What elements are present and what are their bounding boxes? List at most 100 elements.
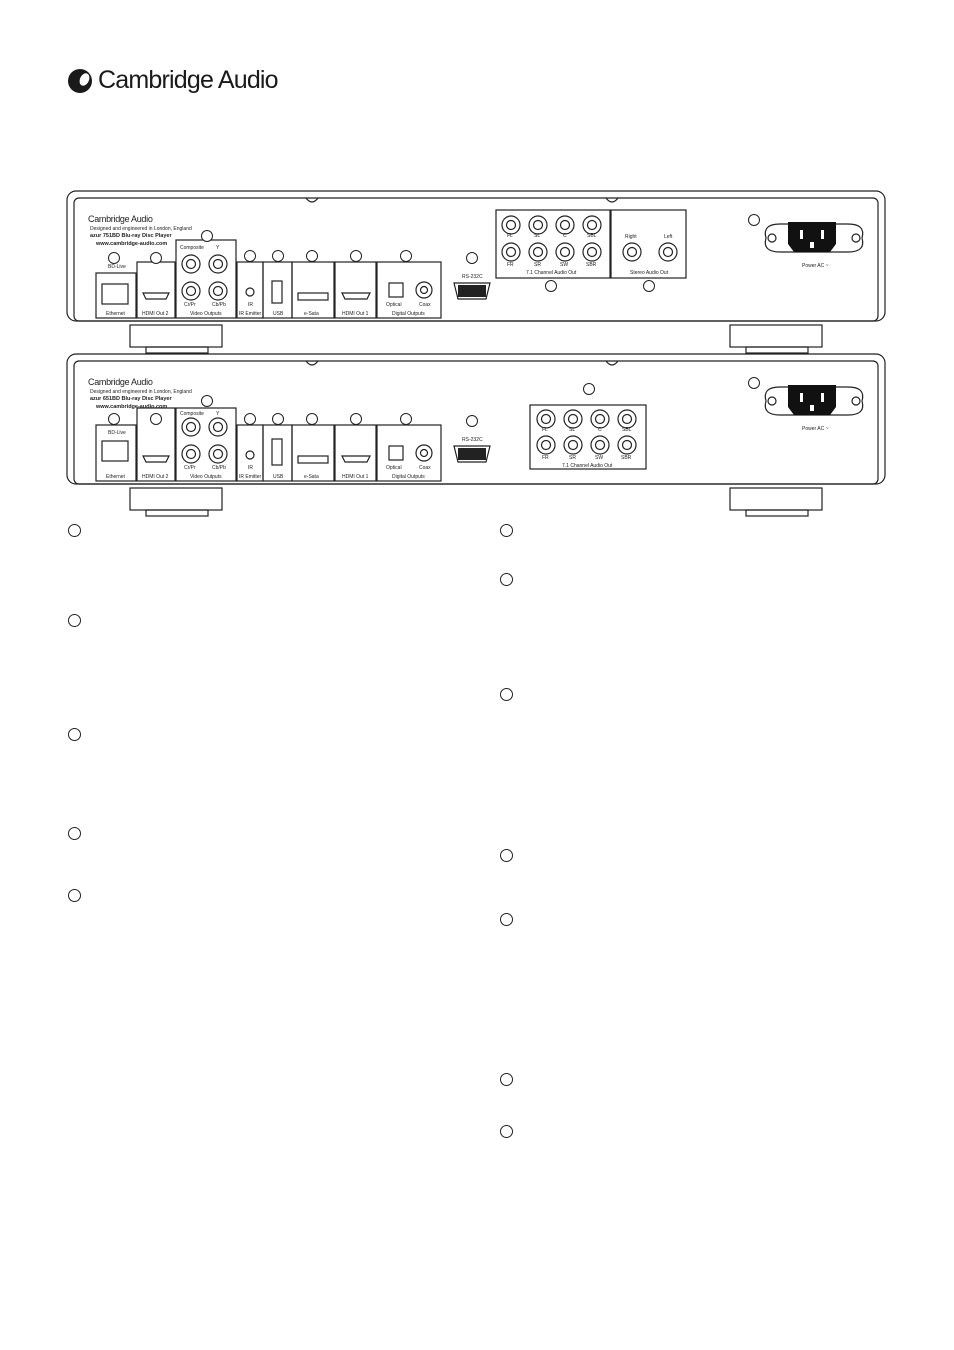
sr-label: SR	[569, 455, 576, 461]
panel-brand: Cambridge Audio	[88, 377, 153, 387]
callout-circle	[400, 250, 412, 262]
video-outputs-label: Video Outputs	[190, 474, 222, 480]
callout-circle	[306, 413, 318, 425]
logo-text: Cambridge Audio	[98, 66, 279, 94]
legend-marker	[500, 1073, 513, 1086]
usb-label: USB	[273, 311, 284, 317]
callout-circle	[108, 413, 120, 425]
composite-label: Composite	[180, 411, 204, 417]
legend-marker	[68, 614, 81, 627]
ir-emitter-label: IR Emitter	[239, 474, 262, 480]
logo-mark-icon	[68, 68, 92, 93]
digital-outputs-label: Digital Outputs	[392, 474, 425, 480]
coax-label: Coax	[419, 465, 431, 471]
callout-circle	[545, 280, 557, 292]
hdmi-out-1-label: HDMI Out 1	[342, 311, 369, 317]
sbl-label: SBL	[587, 233, 597, 239]
rear-panel-651bd: Cambridge Audio Designed and engineered …	[66, 353, 886, 518]
callout-circle	[350, 413, 362, 425]
callout-circle	[201, 395, 213, 407]
digital-outputs-label: Digital Outputs	[392, 311, 425, 317]
optical-label: Optical	[386, 465, 402, 471]
sl-label: SL	[534, 233, 541, 239]
power-ac-label: Power AC ~	[802, 263, 829, 269]
legend-marker	[500, 524, 513, 537]
panel-url: www.cambridge-audio.com	[96, 404, 168, 410]
sw-label: SW	[560, 262, 569, 268]
callout-circle	[583, 383, 595, 395]
callout-circle	[643, 280, 655, 292]
panel-brand: Cambridge Audio	[88, 214, 153, 224]
callout-circle	[272, 413, 284, 425]
sbr-label: SBR	[621, 455, 632, 461]
usb-label: USB	[273, 474, 284, 480]
callout-circle	[748, 214, 760, 226]
esata-label: e-Sata	[304, 311, 319, 317]
callout-circle	[306, 250, 318, 262]
fl-label: FL	[542, 427, 548, 433]
callout-circle	[400, 413, 412, 425]
esata-label: e-Sata	[304, 474, 319, 480]
legend-marker	[500, 688, 513, 701]
panel-tagline: Designed and engineered in London, Engla…	[90, 389, 192, 395]
cb-pb-label: Cb/Pb	[212, 302, 226, 308]
legend-marker	[68, 728, 81, 741]
rs232c-label: RS-232C	[462, 274, 483, 280]
c-label: C	[563, 233, 567, 239]
ethernet-label: Ethernet	[106, 311, 125, 317]
ethernet-label: Ethernet	[106, 474, 125, 480]
cr-pr-label: Cr/Pr	[184, 302, 196, 308]
c-label: C	[598, 427, 602, 433]
rear-panel-751bd-drawing	[66, 190, 886, 354]
fr-label: FR	[507, 262, 514, 268]
y-label: Y	[216, 411, 220, 417]
fl-label: FL	[507, 233, 513, 239]
rear-panel-651bd-drawing	[66, 353, 886, 517]
legend-marker	[500, 573, 513, 586]
legend-marker	[68, 524, 81, 537]
ir-emitter-label: IR Emitter	[239, 311, 262, 317]
rs232c-label: RS-232C	[462, 437, 483, 443]
hdmi-out-2-label: HDMI Out 2	[142, 474, 169, 480]
hdmi-out-1-label: HDMI Out 1	[342, 474, 369, 480]
video-outputs-label: Video Outputs	[190, 311, 222, 317]
legend-marker	[500, 849, 513, 862]
panel-model: azur 751BD Blu-ray Disc Player	[90, 233, 172, 239]
hdmi-out-2-label: HDMI Out 2	[142, 311, 169, 317]
stereo-audio-out-label: Stereo Audio Out	[630, 270, 669, 276]
sl-label: SL	[569, 427, 576, 433]
callout-circle	[466, 252, 478, 264]
power-ac-label: Power AC ~	[802, 426, 829, 432]
callout-circle	[150, 252, 162, 264]
callout-circle	[272, 250, 284, 262]
panel-tagline: Designed and engineered in London, Engla…	[90, 226, 192, 232]
callout-circle	[201, 230, 213, 242]
ir-label: IR	[248, 302, 253, 308]
callout-circle	[350, 250, 362, 262]
cr-pr-label: Cr/Pr	[184, 465, 196, 471]
left-label: Left	[664, 234, 673, 240]
coax-label: Coax	[419, 302, 431, 308]
y-label: Y	[216, 245, 220, 251]
sbr-label: SBR	[586, 262, 597, 268]
sw-label: SW	[595, 455, 604, 461]
channel-audio-out-label: 7.1 Channel Audio Out	[526, 270, 577, 276]
optical-label: Optical	[386, 302, 402, 308]
callout-circle	[244, 413, 256, 425]
callout-circle	[748, 377, 760, 389]
callout-circle	[108, 252, 120, 264]
legend-marker	[68, 827, 81, 840]
bd-live-label: BD-Live	[108, 430, 126, 436]
ir-label: IR	[248, 465, 253, 471]
composite-label: Composite	[180, 245, 204, 251]
sr-label: SR	[534, 262, 541, 268]
callout-circle	[466, 415, 478, 427]
callout-circle	[244, 250, 256, 262]
legend-marker	[500, 1125, 513, 1138]
cambridge-audio-logo: Cambridge Audio	[68, 66, 279, 95]
legend-marker	[500, 913, 513, 926]
panel-model: azur 651BD Blu-ray Disc Player	[90, 396, 172, 402]
fr-label: FR	[542, 455, 549, 461]
right-label: Right	[625, 234, 637, 240]
callout-circle	[150, 413, 162, 425]
